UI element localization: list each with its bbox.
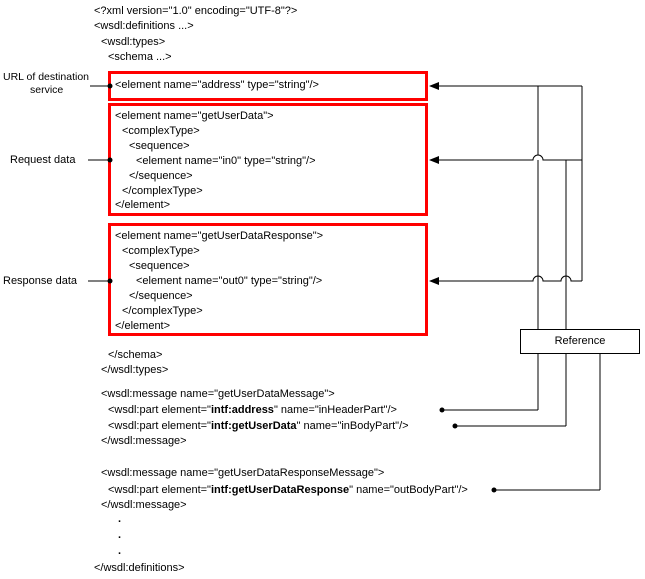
response-complex-open: <complexType> bbox=[122, 245, 200, 257]
response-inner-element: <element name="out0" type="string"/> bbox=[136, 275, 323, 287]
message1-part-body: <wsdl:part element="intf:getUserData" na… bbox=[108, 420, 409, 433]
part3-suffix: " name="outBodyPart"/> bbox=[349, 484, 468, 496]
url-label-line2: service bbox=[30, 84, 64, 96]
part3-element-ref: intf:getUserDataResponse bbox=[210, 484, 350, 496]
url-dot bbox=[107, 83, 113, 89]
response-element-open: <element name="getUserDataResponse"> bbox=[115, 230, 324, 242]
xml-declaration: <?xml version="1.0" encoding="UTF-8"?> bbox=[94, 5, 298, 17]
message1-open: <wsdl:message name="getUserDataMessage"> bbox=[101, 388, 335, 400]
url-label-line1: URL of destination bbox=[3, 71, 89, 83]
request-complex-close: </complexType> bbox=[122, 185, 203, 197]
part2-prefix: <wsdl:part element=" bbox=[108, 420, 211, 432]
request-inner-element: <element name="in0" type="string"/> bbox=[136, 155, 316, 167]
types-close: </wsdl:types> bbox=[101, 364, 169, 376]
ellipsis-dot-3: . bbox=[118, 545, 122, 557]
schema-close: </schema> bbox=[108, 349, 163, 361]
message1-part-address: <wsdl:part element="intf:address" name="… bbox=[108, 404, 397, 417]
part3-prefix: <wsdl:part element=" bbox=[108, 484, 211, 496]
request-sequence-close: </sequence> bbox=[129, 170, 193, 182]
definitions-open: <wsdl:definitions ...> bbox=[94, 20, 194, 32]
ellipsis-dot-1: . bbox=[118, 513, 122, 525]
request-complex-open: <complexType> bbox=[122, 125, 200, 137]
part2-element-ref: intf:getUserData bbox=[210, 420, 297, 432]
response-arrow bbox=[429, 275, 582, 285]
message2-part-body: <wsdl:part element="intf:getUserDataResp… bbox=[108, 484, 468, 497]
reference-box: Reference bbox=[520, 329, 640, 354]
ellipsis-dot-2: . bbox=[118, 529, 122, 541]
response-sequence-open: <sequence> bbox=[129, 260, 190, 272]
types-open: <wsdl:types> bbox=[101, 36, 166, 48]
request-label: Request data bbox=[10, 154, 76, 166]
response-element-close: </element> bbox=[115, 320, 171, 332]
part2-dot bbox=[452, 423, 458, 429]
request-arrow bbox=[429, 154, 582, 164]
response-dot bbox=[107, 278, 113, 284]
part2-suffix: " name="inBodyPart"/> bbox=[296, 420, 409, 432]
schema-open: <schema ...> bbox=[108, 51, 172, 63]
part1-element-ref: intf:address bbox=[210, 404, 274, 416]
definitions-close: </wsdl:definitions> bbox=[94, 562, 185, 574]
address-element: <element name="address" type="string"/> bbox=[115, 79, 319, 91]
part1-suffix: " name="inHeaderPart"/> bbox=[273, 404, 397, 416]
request-sequence-open: <sequence> bbox=[129, 140, 190, 152]
message2-open: <wsdl:message name="getUserDataResponseM… bbox=[101, 467, 385, 479]
part3-dot bbox=[491, 487, 497, 493]
part1-dot bbox=[439, 407, 445, 413]
response-complex-close: </complexType> bbox=[122, 305, 203, 317]
message1-close: </wsdl:message> bbox=[101, 435, 187, 447]
request-element-open: <element name="getUserData"> bbox=[115, 110, 274, 122]
response-label: Response data bbox=[3, 275, 77, 287]
message2-close: </wsdl:message> bbox=[101, 499, 187, 511]
request-dot bbox=[107, 157, 113, 163]
part1-prefix: <wsdl:part element=" bbox=[108, 404, 211, 416]
response-sequence-close: </sequence> bbox=[129, 290, 193, 302]
request-element-close: </element> bbox=[115, 199, 171, 211]
reference-label: Reference bbox=[554, 335, 606, 347]
